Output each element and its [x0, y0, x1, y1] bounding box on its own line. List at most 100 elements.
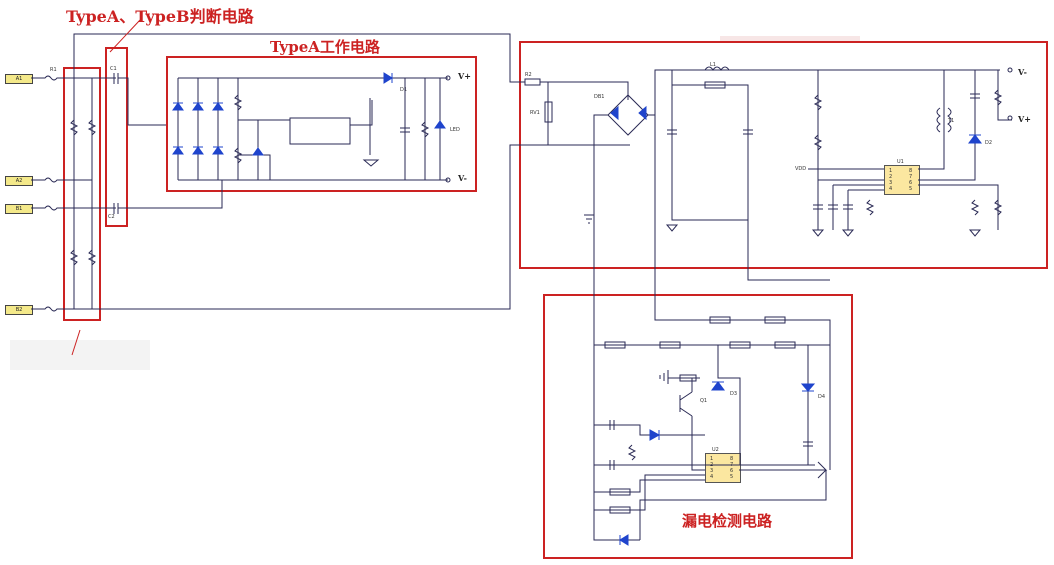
diode	[212, 146, 224, 155]
wire	[63, 144, 630, 310]
wire	[31, 306, 63, 312]
label-db1: DB1	[594, 94, 605, 100]
resistor	[627, 444, 637, 461]
wire	[671, 70, 748, 221]
transformer	[936, 107, 952, 133]
capacitor	[970, 93, 980, 99]
vplus-label-right: V+	[1018, 114, 1031, 124]
transistor	[679, 391, 693, 417]
terminal-node	[445, 177, 451, 183]
resistor	[679, 374, 697, 382]
resistor	[774, 341, 796, 349]
wire	[73, 33, 525, 83]
leak-detect-title: 漏电检测电路	[682, 512, 773, 530]
diode	[649, 429, 661, 441]
resistor	[87, 249, 97, 266]
wire	[672, 84, 749, 220]
wire	[593, 215, 640, 541]
resistor	[993, 199, 1003, 216]
resistor	[233, 147, 243, 164]
capacitor	[743, 129, 753, 135]
resistor	[970, 199, 980, 216]
label-q1: Q1	[700, 398, 708, 404]
label-r1: R1	[50, 67, 57, 73]
wire	[918, 70, 945, 170]
wire	[997, 70, 1012, 121]
ground-symbol	[811, 229, 825, 237]
chip-u1-pin: 4	[889, 186, 893, 192]
resistor	[233, 94, 243, 111]
capacitor	[667, 129, 677, 135]
wire	[918, 70, 976, 181]
capacitor	[803, 441, 813, 447]
wire	[747, 220, 830, 281]
wire	[691, 378, 705, 471]
capacitor	[843, 204, 853, 210]
chip-u1-name: U1	[897, 159, 904, 165]
wire	[31, 205, 63, 211]
terminal-b1: B1	[5, 204, 33, 214]
ground-symbol	[841, 229, 855, 237]
label-d3: D3	[730, 391, 738, 397]
chip-u2-pin: 5	[730, 474, 734, 480]
chip-u2-pin: 6	[730, 468, 734, 474]
diode	[172, 102, 184, 111]
chip-u1-pin: 7	[909, 174, 913, 180]
diode	[711, 381, 725, 391]
label-l1: L1	[710, 62, 716, 68]
resistor	[609, 506, 631, 514]
chip-u1-pin: 8	[909, 168, 913, 174]
diode	[968, 134, 982, 144]
diode	[212, 102, 224, 111]
resistor	[420, 121, 430, 138]
resistor	[604, 341, 626, 349]
resistor	[709, 316, 731, 324]
typea-work-title: TypeA工作电路	[270, 38, 380, 56]
diode	[172, 146, 184, 155]
wire	[594, 474, 705, 511]
label-d1: D1	[400, 87, 408, 93]
diode	[192, 146, 204, 155]
wire	[739, 461, 828, 479]
typea-work-box	[166, 56, 477, 192]
wire	[594, 424, 705, 436]
ground-symbol	[968, 229, 982, 237]
ground-symbol	[584, 214, 594, 224]
label-d2: D2	[985, 140, 993, 146]
capacitor	[609, 420, 615, 430]
capacitor	[828, 204, 838, 210]
label-vdd: VDD	[795, 166, 807, 172]
ground-symbol	[665, 224, 679, 232]
label-led: LED	[450, 127, 460, 133]
resistor	[659, 341, 681, 349]
resistor	[69, 249, 79, 266]
annotation-highlight	[10, 340, 150, 370]
wire	[648, 69, 1000, 116]
chip-u2-pin: 3	[710, 468, 714, 474]
resistor	[87, 119, 97, 136]
capacitor	[609, 460, 615, 470]
inductor	[704, 66, 730, 71]
judge-box-left	[63, 67, 101, 321]
zener-diode	[252, 147, 264, 156]
resistor	[865, 199, 875, 216]
diode	[383, 72, 393, 84]
chip-u1-pin: 5	[909, 186, 913, 192]
resistor	[993, 89, 1003, 106]
wire	[118, 180, 223, 209]
bridge-rectifier	[607, 94, 649, 136]
wire	[350, 100, 373, 126]
resistor	[764, 316, 786, 324]
annotation-arrow	[109, 19, 141, 53]
chip-u1-pin: 3	[889, 180, 893, 186]
power-supply-box	[519, 41, 1048, 269]
wire	[832, 185, 849, 230]
diode	[192, 102, 204, 111]
optocoupler	[289, 117, 351, 145]
diode	[800, 383, 816, 392]
chip-u2-pin: 8	[730, 456, 734, 462]
wire	[31, 177, 63, 183]
wire	[362, 98, 380, 167]
highlight-strip	[720, 36, 860, 42]
ground-symbol	[659, 370, 669, 384]
